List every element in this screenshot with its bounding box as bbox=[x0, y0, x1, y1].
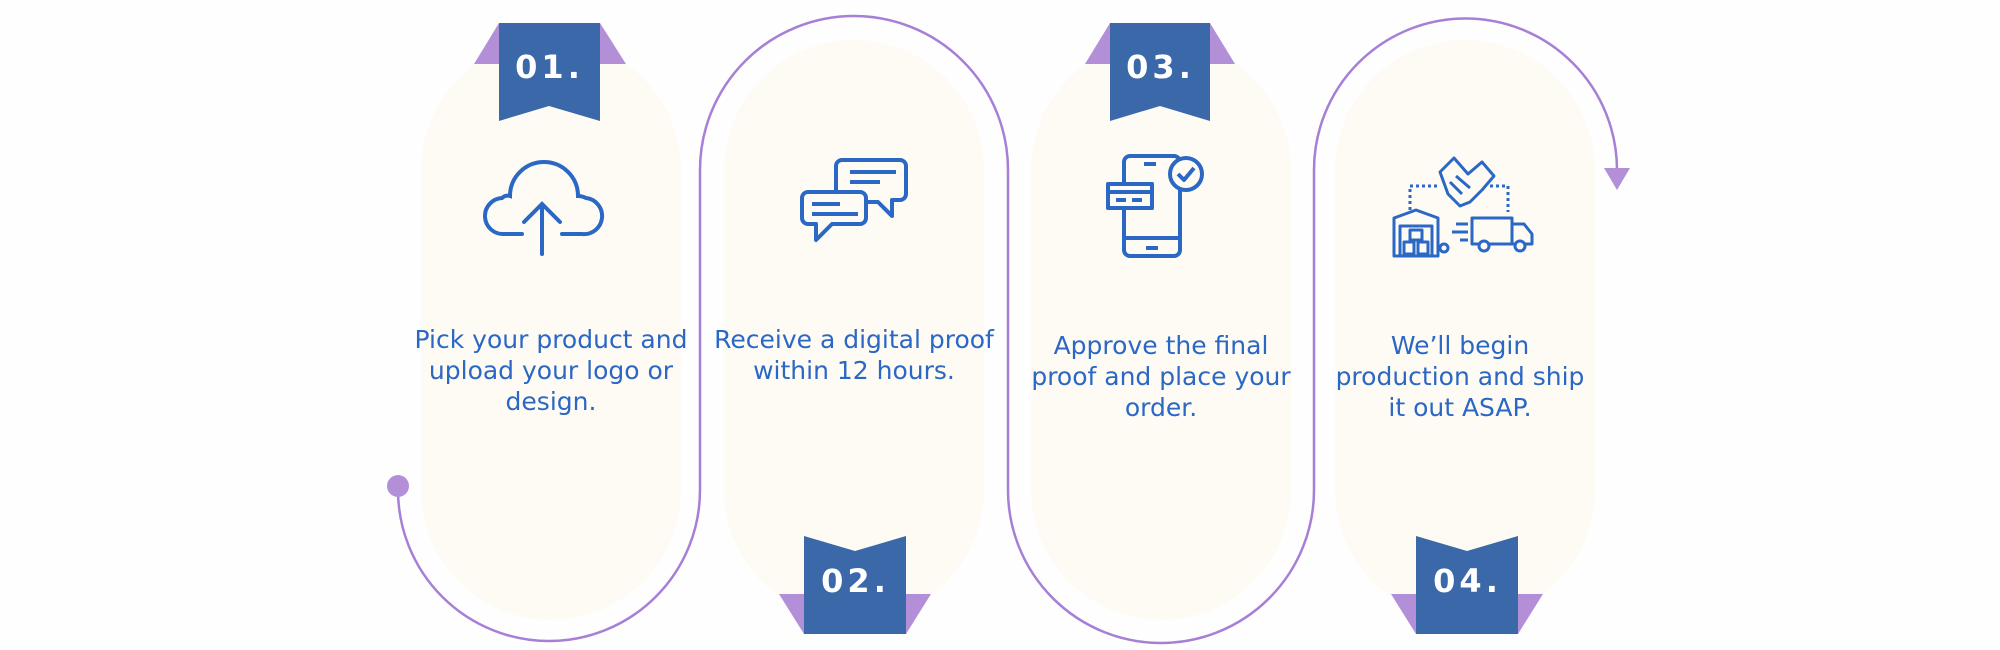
step-1-number: 01. bbox=[515, 48, 584, 86]
step-2-card bbox=[724, 40, 984, 620]
ribbon-02 bbox=[779, 536, 931, 634]
handshake-warehouse-truck-icon bbox=[1392, 156, 1534, 258]
step-1-text: Pick your product and upload your logo o… bbox=[414, 325, 688, 416]
step-3-text: Approve the final proof and place your o… bbox=[1031, 331, 1291, 422]
step-1-card bbox=[421, 40, 681, 620]
ribbon-01 bbox=[474, 23, 626, 121]
ribbon-04 bbox=[1391, 536, 1543, 634]
step-4-number: 04. bbox=[1433, 562, 1502, 600]
path-end-arrow-icon bbox=[1604, 168, 1630, 190]
step-4-text: We’ll begin production and ship it out A… bbox=[1335, 331, 1585, 422]
mobile-payment-check-icon bbox=[1106, 154, 1204, 258]
ribbon-03 bbox=[1085, 23, 1235, 121]
step-3-number: 03. bbox=[1126, 48, 1195, 86]
step-4-card bbox=[1335, 40, 1595, 620]
step-2-number: 02. bbox=[821, 562, 890, 600]
step-3-card bbox=[1031, 40, 1291, 620]
path-start-dot bbox=[387, 475, 409, 497]
cloud-upload-icon bbox=[482, 160, 605, 256]
step-2-text: Receive a digital proof within 12 hours. bbox=[714, 325, 994, 385]
chat-bubbles-icon bbox=[800, 158, 908, 242]
